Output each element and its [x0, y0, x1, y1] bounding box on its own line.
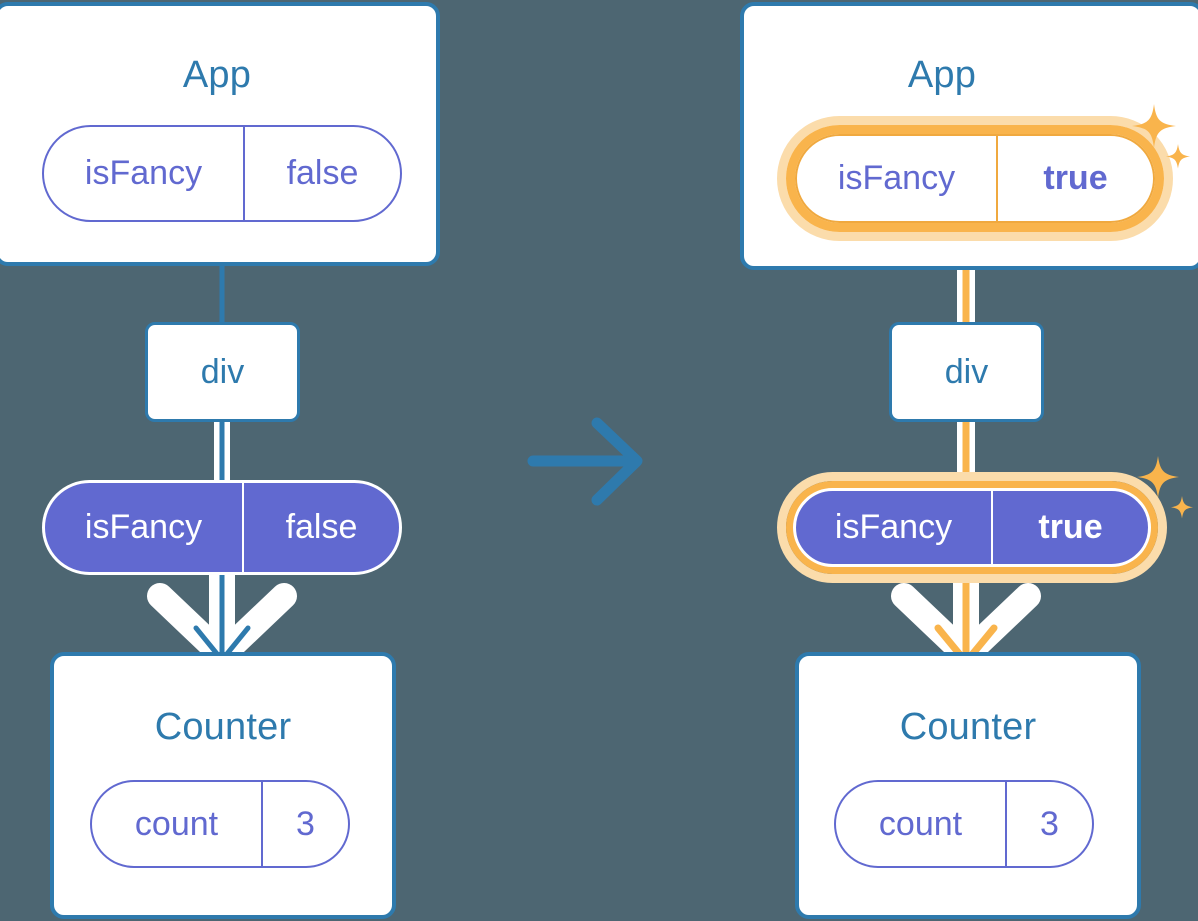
div-tag-label-before: div [200, 352, 245, 391]
counter-state-value-after: 3 [1040, 804, 1059, 843]
app-state-key-before: isFancy [44, 127, 245, 220]
prop-key-before: isFancy [45, 483, 244, 572]
prop-value-before: false [285, 508, 358, 546]
app-title-before: App [182, 54, 252, 96]
sparkles-icon-prop-after [1137, 456, 1193, 519]
counter-state-pill-after[interactable]: count 3 [834, 780, 1094, 868]
counter-state-key-after: count [836, 782, 1007, 866]
arrow-right-icon [527, 417, 643, 506]
app-state-pill-before[interactable]: isFancy false [42, 125, 402, 222]
div-tag-label-after: div [944, 352, 989, 391]
app-state-value-before: false [286, 154, 359, 192]
counter-state-value-before: 3 [296, 804, 315, 843]
sparkle-star-small [1166, 144, 1190, 169]
sparkle-star-large [1137, 456, 1179, 498]
prop-pill-after[interactable]: isFancy true [793, 488, 1151, 567]
counter-state-key-before: count [92, 782, 263, 866]
sparkle-star-large [1132, 104, 1176, 148]
app-title-after: App [907, 54, 977, 96]
sparkles-icon-app-after [1132, 104, 1190, 169]
prop-key-after: isFancy [796, 491, 993, 564]
counter-state-pill-before[interactable]: count 3 [90, 780, 350, 868]
app-state-key-after: isFancy [797, 136, 998, 221]
sparkle-star-small [1171, 496, 1193, 519]
app-state-pill-after[interactable]: isFancy true [795, 134, 1155, 223]
div-tag-box-before[interactable]: div [145, 322, 300, 422]
div-tag-box-after[interactable]: div [889, 322, 1044, 422]
counter-title-before: Counter [154, 706, 292, 748]
prop-value-after: true [1038, 508, 1103, 546]
counter-title-after: Counter [899, 706, 1037, 748]
before-state-panel: App isFancy false div isFancy false Coun… [0, 0, 520, 921]
prop-pill-before[interactable]: isFancy false [42, 480, 402, 575]
app-state-value-after: true [1043, 159, 1108, 197]
